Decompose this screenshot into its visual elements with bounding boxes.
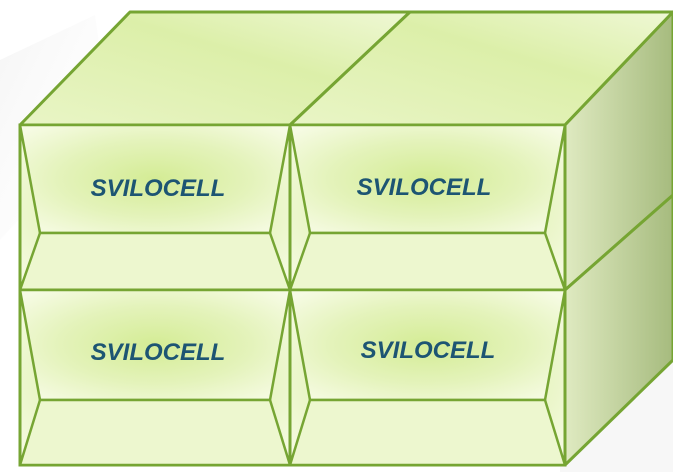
- cell-top-right-label: SVILOCELL: [357, 174, 492, 201]
- cell-top-left-label: SVILOCELL: [91, 175, 226, 202]
- cell-bottom-right-label: SVILOCELL: [361, 337, 496, 364]
- cell-bottom-left: [18, 288, 292, 467]
- top-face: [18, 10, 673, 127]
- cell-top-right: [288, 123, 567, 292]
- cell-bottom-right: [288, 288, 567, 467]
- cell-top-left: [18, 123, 292, 292]
- cell-bottom-left-label: SVILOCELL: [91, 339, 226, 366]
